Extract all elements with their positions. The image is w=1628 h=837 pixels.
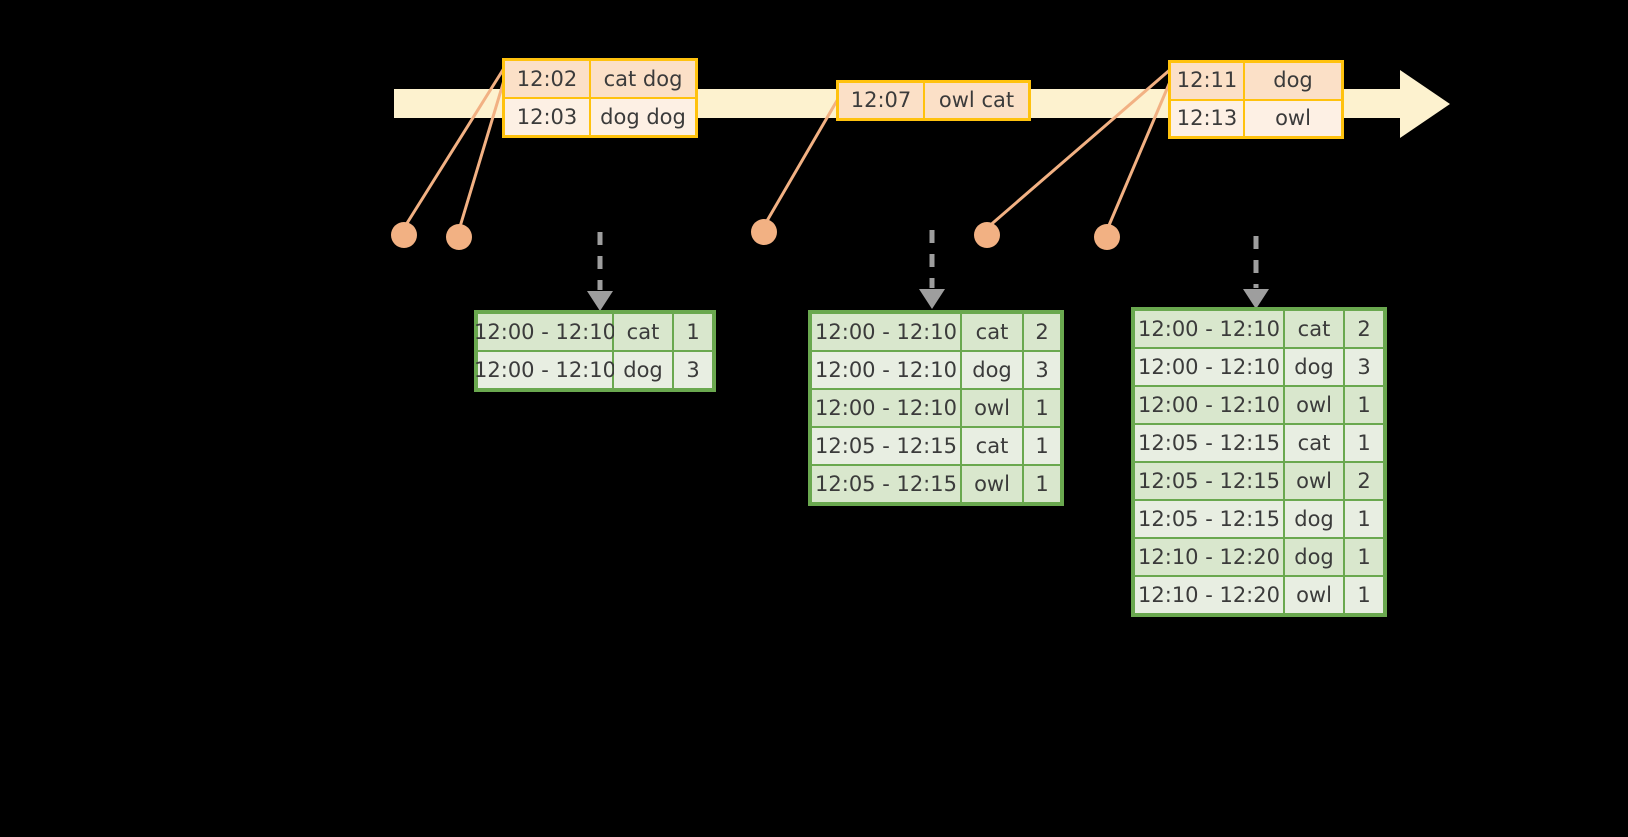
count-cell: 1 (1024, 466, 1060, 502)
result-table-1: 12:00 - 12:10 cat 1 12:00 - 12:10 dog 3 (474, 310, 716, 392)
event-row: 12:11 dog (1171, 63, 1341, 99)
table-row: 12:10 - 12:20 dog 1 (1135, 539, 1383, 575)
count-cell: 2 (1345, 311, 1383, 347)
word-cell: owl (1285, 463, 1343, 499)
window-cell: 12:05 - 12:15 (1135, 425, 1283, 461)
event-row: 12:03 dog dog (505, 97, 695, 135)
count-cell: 2 (1345, 463, 1383, 499)
table-row: 12:05 - 12:15 dog 1 (1135, 501, 1383, 537)
word-cell: owl (962, 390, 1022, 426)
count-cell: 1 (1345, 539, 1383, 575)
word-cell: dog (1285, 349, 1343, 385)
window-cell: 12:00 - 12:10 (812, 390, 960, 426)
window-cell: 12:05 - 12:15 (1135, 501, 1283, 537)
table-row: 12:05 - 12:15 owl 2 (1135, 463, 1383, 499)
table-row: 12:05 - 12:15 cat 1 (812, 428, 1060, 464)
count-cell: 1 (1024, 390, 1060, 426)
dashed-arrow-head-2 (919, 289, 945, 309)
event-value: owl (1245, 100, 1341, 136)
result-table-2: 12:00 - 12:10 cat 2 12:00 - 12:10 dog 3 … (808, 310, 1064, 506)
event-dot-1[interactable] (391, 222, 417, 248)
window-cell: 12:05 - 12:15 (812, 428, 960, 464)
event-row: 12:07 owl cat (839, 83, 1028, 118)
result-table-3: 12:00 - 12:10 cat 2 12:00 - 12:10 dog 3 … (1131, 307, 1387, 617)
table-row: 12:00 - 12:10 dog 3 (1135, 349, 1383, 385)
table-row: 12:00 - 12:10 cat 1 (474, 314, 712, 350)
window-cell: 12:00 - 12:10 (812, 352, 960, 388)
event-value: dog (1245, 63, 1341, 99)
word-cell: cat (614, 314, 672, 350)
count-cell: 3 (1024, 352, 1060, 388)
window-cell: 12:10 - 12:20 (1135, 577, 1283, 613)
dashed-arrow-head-3 (1243, 289, 1269, 309)
window-cell: 12:00 - 12:10 (474, 314, 616, 350)
count-cell: 1 (1345, 387, 1383, 423)
table-row: 12:00 - 12:10 owl 1 (812, 390, 1060, 426)
count-cell: 1 (1024, 428, 1060, 464)
window-cell: 12:05 - 12:15 (1135, 463, 1283, 499)
word-cell: dog (962, 352, 1022, 388)
count-cell: 3 (674, 352, 712, 388)
count-cell: 1 (1345, 501, 1383, 537)
event-time: 12:07 (839, 83, 925, 118)
table-row: 12:00 - 12:10 owl 1 (1135, 387, 1383, 423)
word-cell: cat (962, 314, 1022, 350)
count-cell: 2 (1024, 314, 1060, 350)
count-cell: 3 (1345, 349, 1383, 385)
event-dot-3[interactable] (751, 219, 777, 245)
event-group-2[interactable]: 12:07 owl cat (836, 80, 1031, 121)
event-row: 12:13 owl (1171, 98, 1341, 136)
word-cell: owl (1285, 577, 1343, 613)
word-cell: cat (962, 428, 1022, 464)
table-row: 12:05 - 12:15 cat 1 (1135, 425, 1383, 461)
word-cell: owl (962, 466, 1022, 502)
word-cell: dog (1285, 539, 1343, 575)
window-cell: 12:00 - 12:10 (1135, 349, 1283, 385)
event-dot-4[interactable] (974, 222, 1000, 248)
word-cell: cat (1285, 311, 1343, 347)
count-cell: 1 (1345, 425, 1383, 461)
timeline-arrowhead-icon (1400, 70, 1450, 138)
window-cell: 12:05 - 12:15 (812, 466, 960, 502)
window-cell: 12:00 - 12:10 (1135, 311, 1283, 347)
window-cell: 12:00 - 12:10 (1135, 387, 1283, 423)
window-cell: 12:00 - 12:10 (474, 352, 616, 388)
table-row: 12:05 - 12:15 owl 1 (812, 466, 1060, 502)
count-cell: 1 (674, 314, 712, 350)
event-value: owl cat (925, 83, 1028, 118)
table-row: 12:00 - 12:10 dog 3 (812, 352, 1060, 388)
table-row: 12:00 - 12:10 cat 2 (1135, 311, 1383, 347)
event-time: 12:13 (1171, 100, 1245, 136)
window-cell: 12:00 - 12:10 (812, 314, 960, 350)
event-row: 12:02 cat dog (505, 61, 695, 97)
event-time: 12:11 (1171, 63, 1245, 99)
event-value: dog dog (591, 99, 695, 135)
word-cell: cat (1285, 425, 1343, 461)
dashed-arrow-head-1 (587, 291, 613, 311)
event-group-1[interactable]: 12:02 cat dog 12:03 dog dog (502, 58, 698, 138)
word-cell: dog (1285, 501, 1343, 537)
event-dot-2[interactable] (446, 224, 472, 250)
event-time: 12:02 (505, 61, 591, 97)
event-dot-5[interactable] (1094, 224, 1120, 250)
table-row: 12:10 - 12:20 owl 1 (1135, 577, 1383, 613)
event-group-3[interactable]: 12:11 dog 12:13 owl (1168, 60, 1344, 139)
window-cell: 12:10 - 12:20 (1135, 539, 1283, 575)
table-row: 12:00 - 12:10 cat 2 (812, 314, 1060, 350)
word-cell: owl (1285, 387, 1343, 423)
word-cell: dog (614, 352, 672, 388)
table-row: 12:00 - 12:10 dog 3 (474, 352, 712, 388)
count-cell: 1 (1345, 577, 1383, 613)
event-time: 12:03 (505, 99, 591, 135)
event-value: cat dog (591, 61, 695, 97)
